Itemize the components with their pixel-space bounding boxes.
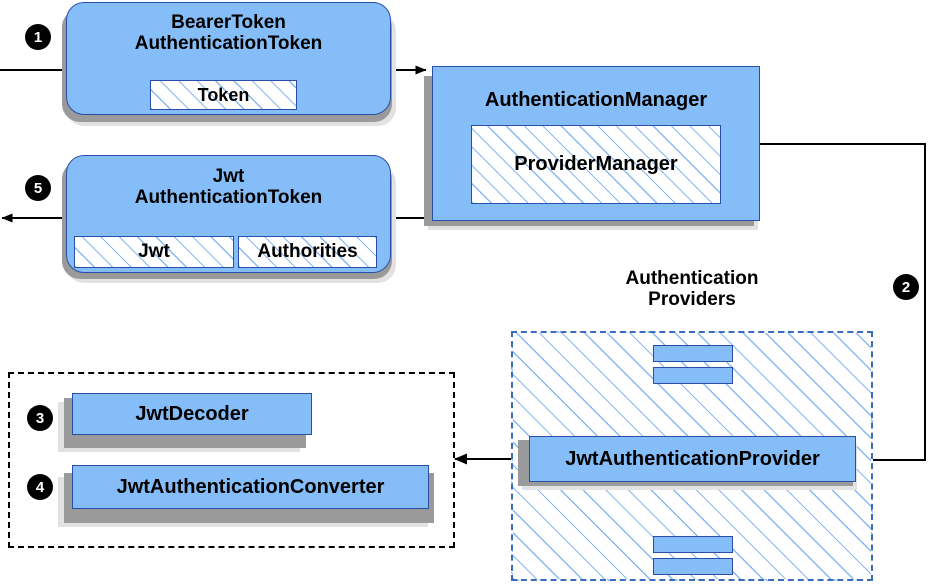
- jwt-decoder-node[interactable]: JwtDecoder: [72, 393, 312, 435]
- provider-placeholder-bottom-1[interactable]: [653, 536, 733, 553]
- bearer-token-authentication-token-node[interactable]: BearerToken AuthenticationToken Token: [66, 2, 391, 115]
- authentication-providers-group-title: Authentication Providers: [625, 268, 759, 311]
- step-badge-3: 3: [28, 406, 52, 430]
- jwt-token-authorities-slot[interactable]: Authorities: [238, 236, 377, 268]
- step-badge-1: 1: [26, 25, 50, 49]
- jwt-authentication-converter-label: JwtAuthenticationConverter: [116, 475, 385, 498]
- step-badge-5: 5: [26, 176, 50, 200]
- bearer-token-title: BearerToken AuthenticationToken: [134, 12, 323, 55]
- provider-placeholder-top-2[interactable]: [653, 367, 733, 384]
- jwt-support-container: [8, 372, 455, 548]
- authentication-manager-node[interactable]: AuthenticationManager ProviderManager: [432, 66, 760, 221]
- provider-placeholder-top-1[interactable]: [653, 345, 733, 362]
- bearer-token-token-slot[interactable]: Token: [150, 80, 297, 110]
- jwt-authentication-provider-node[interactable]: JwtAuthenticationProvider: [529, 436, 856, 482]
- jwt-token-title: Jwt AuthenticationToken: [134, 166, 323, 209]
- step-badge-4: 4: [28, 475, 52, 499]
- provider-placeholder-bottom-2[interactable]: [653, 558, 733, 575]
- jwt-token-jwt-slot[interactable]: Jwt: [74, 236, 234, 268]
- jwt-authentication-converter-node[interactable]: JwtAuthenticationConverter: [72, 465, 429, 509]
- jwt-decoder-label: JwtDecoder: [135, 402, 249, 425]
- provider-manager-slot[interactable]: ProviderManager: [471, 125, 721, 204]
- authentication-manager-title: AuthenticationManager: [484, 89, 708, 111]
- jwt-authentication-token-node[interactable]: Jwt AuthenticationToken Jwt Authorities: [66, 155, 391, 273]
- jwt-authentication-provider-label: JwtAuthenticationProvider: [565, 447, 820, 470]
- step-badge-2: 2: [894, 275, 918, 299]
